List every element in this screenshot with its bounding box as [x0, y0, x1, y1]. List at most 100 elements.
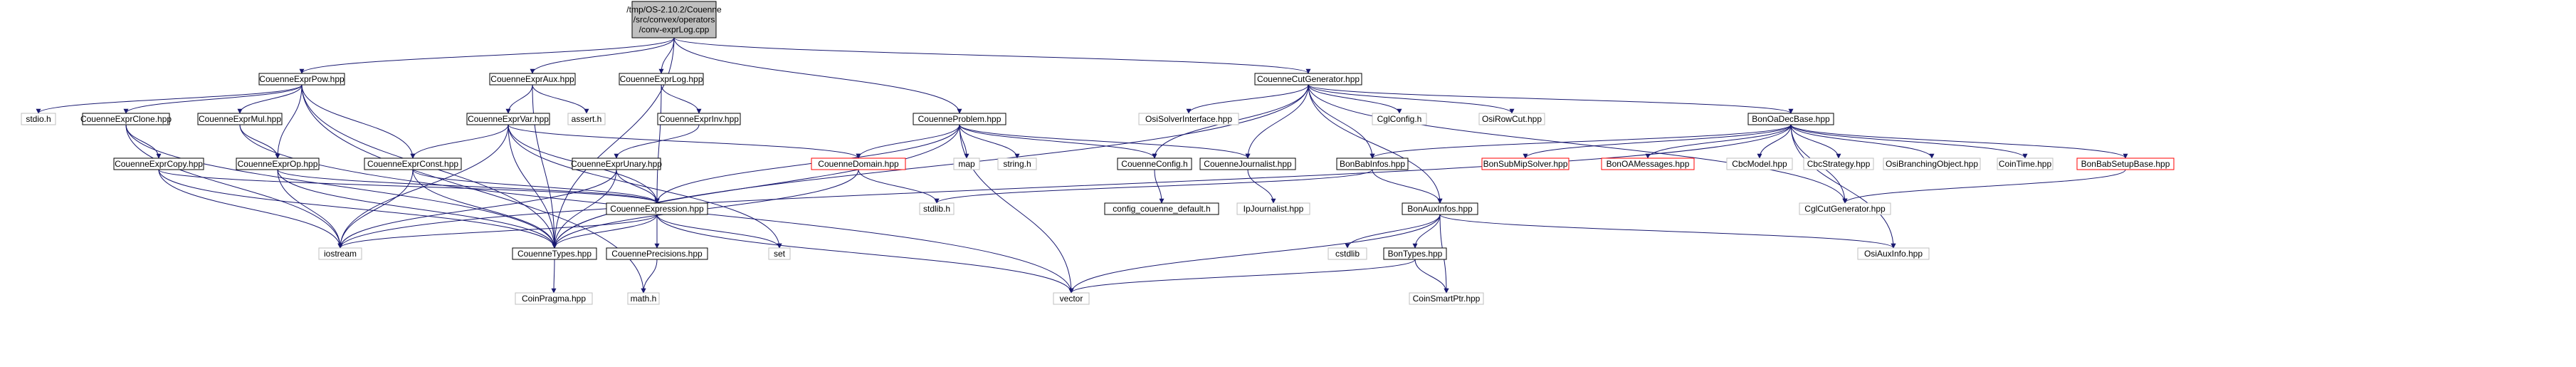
edge-bon-oa-dec-base-to-bon-bab-infos [1370, 124, 1792, 159]
node-bon-bab-infos[interactable]: BonBabInfos.hpp [1336, 157, 1409, 170]
edge-expr-var-to-set [508, 124, 782, 249]
node-label: CouenneExprCopy.hpp [115, 159, 203, 169]
edge-problem-to-types [552, 124, 960, 249]
node-label: OsiRowCut.hpp [1482, 114, 1542, 124]
node-precisions[interactable]: CouennePrecisions.hpp [606, 247, 708, 260]
node-expr-copy[interactable]: CouenneExprCopy.hpp [113, 157, 204, 170]
edge-bon-aux-infos-to-cstdlib [1345, 214, 1441, 249]
edge-expr-unary-to-iostream [337, 169, 617, 249]
node-bon-oa-dec-base[interactable]: BonOaDecBase.hpp [1747, 113, 1834, 125]
node-types[interactable]: CouenneTypes.hpp [512, 247, 597, 260]
node-label: BonSubMipSolver.hpp [1483, 159, 1568, 169]
node-label: IpJournalist.hpp [1244, 204, 1304, 214]
node-label: CouenneExprConst.hpp [367, 159, 458, 169]
edge-expr-op-to-expression [277, 169, 660, 204]
node-expr-var[interactable]: CouenneExprVar.hpp [466, 113, 550, 125]
node-string: string.h [997, 157, 1037, 170]
edge-expr-clone-to-iostream [125, 124, 343, 249]
node-coin-time: CoinTime.hpp [1997, 157, 2054, 170]
node-box [1409, 292, 1484, 305]
edge-cut-gen-to-types [552, 84, 1309, 249]
node-vector: vector [1053, 292, 1090, 305]
node-expr-op[interactable]: CouenneExprOp.hpp [236, 157, 320, 170]
node-box [919, 202, 955, 215]
node-label: CouenneCutGenerator.hpp [1257, 74, 1360, 84]
edge-expr-pow-to-stdio [36, 84, 303, 114]
edge-cut-gen-to-journalist [1245, 84, 1309, 159]
node-label: set [774, 249, 786, 259]
edge-cut-gen-to-bon-oa-dec-base [1308, 84, 1794, 114]
node-expr-log[interactable]: CouenneExprLog.hpp [619, 73, 704, 86]
node-label: CoinTime.hpp [1999, 159, 2052, 169]
node-expr-const[interactable]: CouenneExprConst.hpp [364, 157, 462, 170]
edge-expression-to-iostream [337, 214, 658, 249]
node-box [572, 157, 661, 170]
node-label: /src/convex/operators [634, 15, 715, 25]
node-bon-aux-infos[interactable]: BonAuxInfos.hpp [1402, 202, 1478, 215]
node-journalist[interactable]: CouenneJournalist.hpp [1199, 157, 1296, 170]
node-bon-bab-setup[interactable]: BonBabSetupBase.hpp [2076, 157, 2175, 170]
node-label: CglConfig.h [1377, 114, 1422, 124]
edge-expr-log-to-expression [654, 84, 662, 204]
node-label: OsiAuxInfo.hpp [1864, 249, 1923, 259]
node-expr-inv[interactable]: CouenneExprInv.hpp [657, 113, 741, 125]
node-box [1199, 157, 1296, 170]
edge-problem-to-config [959, 124, 1157, 159]
edge-problem-to-expression [654, 124, 960, 204]
node-label: CbcStrategy.hpp [1807, 159, 1871, 169]
node-expr-pow[interactable]: CouenneExprPow.hpp [258, 73, 345, 86]
node-box [606, 247, 708, 260]
edge-problem-to-string [959, 124, 1020, 159]
node-config[interactable]: CouenneConfig.h [1117, 157, 1192, 170]
node-expr-clone[interactable]: CouenneExprClone.hpp [80, 113, 172, 125]
node-label: CoinPragma.hpp [522, 294, 586, 304]
edge-bon-oa-dec-base-to-cbc-model [1757, 124, 1792, 159]
edge-bon-bab-infos-to-bon-aux-infos [1372, 169, 1443, 204]
node-expr-mul[interactable]: CouenneExprMul.hpp [197, 113, 283, 125]
edge-expr-const-to-iostream [337, 169, 414, 249]
node-expression[interactable]: CouenneExpression.hpp [606, 202, 708, 215]
edge-problem-to-vector [959, 124, 1074, 294]
node-box [1601, 157, 1695, 170]
node-domain[interactable]: CouenneDomain.hpp [811, 157, 906, 170]
edge-bon-oa-dec-base-to-osi-aux-info [1790, 124, 1896, 249]
node-box [489, 73, 576, 86]
node-label: config_couenne_default.h [1113, 204, 1210, 214]
edge-root-to-expr-aux [530, 37, 675, 74]
node-expr-aux[interactable]: CouenneExprAux.hpp [489, 73, 576, 86]
node-box [1328, 247, 1367, 260]
node-config-default[interactable]: config_couenne_default.h [1104, 202, 1219, 215]
node-set: set [768, 247, 791, 260]
node-label: /tmp/OS-2.10.2/Couenne [626, 5, 722, 15]
node-cut-gen[interactable]: CouenneCutGenerator.hpp [1254, 73, 1362, 86]
node-expr-unary[interactable]: CouenneExprUnary.hpp [571, 157, 662, 170]
edge-expr-copy-to-types [158, 169, 557, 249]
node-label: BonOAMessages.hpp [1607, 159, 1690, 169]
node-label: assert.h [572, 114, 602, 124]
node-label: CouenneExprUnary.hpp [571, 159, 662, 169]
edge-expression-to-set [656, 214, 782, 249]
node-root[interactable]: /tmp/OS-2.10.2/Couenne/src/convex/operat… [626, 1, 722, 38]
edge-bon-oa-dec-base-to-cbc-strategy [1790, 124, 1841, 159]
edge-problem-to-domain [856, 124, 960, 159]
node-bon-sub-mip[interactable]: BonSubMipSolver.hpp [1481, 157, 1570, 170]
node-box [1481, 157, 1570, 170]
node-box [1372, 113, 1427, 125]
edge-cut-gen-to-osi-row-cut [1308, 84, 1515, 114]
node-box [1402, 202, 1478, 215]
edge-expr-unary-to-types [552, 169, 617, 249]
node-label: CoinSmartPtr.hpp [1413, 294, 1481, 304]
node-label: CouenneExprLog.hpp [620, 74, 703, 84]
node-label: CouenneTypes.hpp [517, 249, 592, 259]
edge-expr-aux-to-assert [532, 84, 589, 114]
node-box [1883, 157, 1981, 170]
edge-expr-const-to-types [412, 169, 557, 249]
node-box [1336, 157, 1409, 170]
node-label: CouenneExprMul.hpp [199, 114, 281, 124]
node-bon-oamessages[interactable]: BonOAMessages.hpp [1601, 157, 1695, 170]
node-label: string.h [1003, 159, 1031, 169]
node-cgl-config: CglConfig.h [1372, 113, 1427, 125]
node-problem[interactable]: CouenneProblem.hpp [913, 113, 1006, 125]
node-bon-types[interactable]: BonTypes.hpp [1383, 247, 1447, 260]
edge-bon-oa-dec-base-to-iostream [337, 124, 1792, 249]
